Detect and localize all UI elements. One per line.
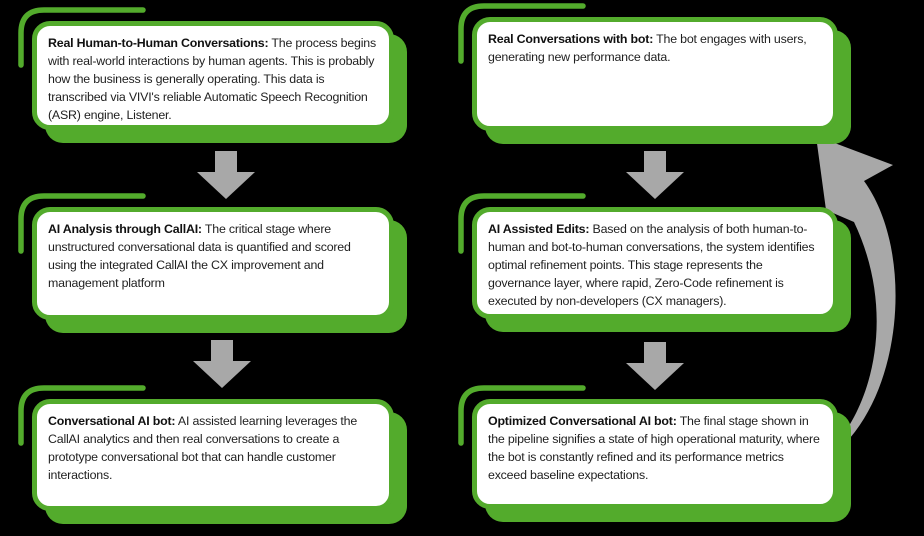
card-text: Conversational AI bot: AI assisted learn… [48, 412, 378, 484]
card-title: Conversational AI bot: [48, 414, 176, 428]
card-description: The final stage shown in the pipeline si… [488, 414, 820, 482]
card-title: Real Human-to-Human Conversations: [48, 36, 269, 50]
card-description: The process begins with real-world inter… [48, 36, 376, 122]
card-description: The critical stage where unstructured co… [48, 222, 351, 290]
card-title: Real Conversations with bot: [488, 32, 654, 46]
card-title: AI Analysis through CallAI: [48, 222, 202, 236]
card-title: Optimized Conversational AI bot: [488, 414, 677, 428]
stage-card-human-conversations: Real Human-to-Human Conversations: The p… [18, 7, 394, 130]
stage-card-optimized-bot: Optimized Conversational AI bot: The fin… [458, 385, 838, 509]
card-description: AI assisted learning leverages the CallA… [48, 414, 358, 482]
card-title: AI Assisted Edits: [488, 222, 590, 236]
stage-card-conversational-bot: Conversational AI bot: AI assisted learn… [18, 385, 394, 511]
card-text: Real Conversations with bot: The bot eng… [488, 30, 822, 66]
card-description: The bot engages with users, generating n… [488, 32, 807, 64]
card-text: AI Assisted Edits: Based on the analysis… [488, 220, 822, 310]
card-text: AI Analysis through CallAI: The critical… [48, 220, 378, 292]
down-arrow-icon [197, 151, 255, 199]
card-text: Real Human-to-Human Conversations: The p… [48, 34, 378, 124]
down-arrow-icon [193, 340, 251, 388]
card-text: Optimized Conversational AI bot: The fin… [488, 412, 822, 484]
stage-card-ai-assisted-edits: AI Assisted Edits: Based on the analysis… [458, 193, 838, 319]
stage-card-ai-analysis: AI Analysis through CallAI: The critical… [18, 193, 394, 320]
stage-card-bot-conversations: Real Conversations with bot: The bot eng… [458, 3, 838, 131]
card-description: Based on the analysis of both human-to-h… [488, 222, 815, 308]
down-arrow-icon [626, 151, 684, 199]
down-arrow-icon [626, 342, 684, 390]
